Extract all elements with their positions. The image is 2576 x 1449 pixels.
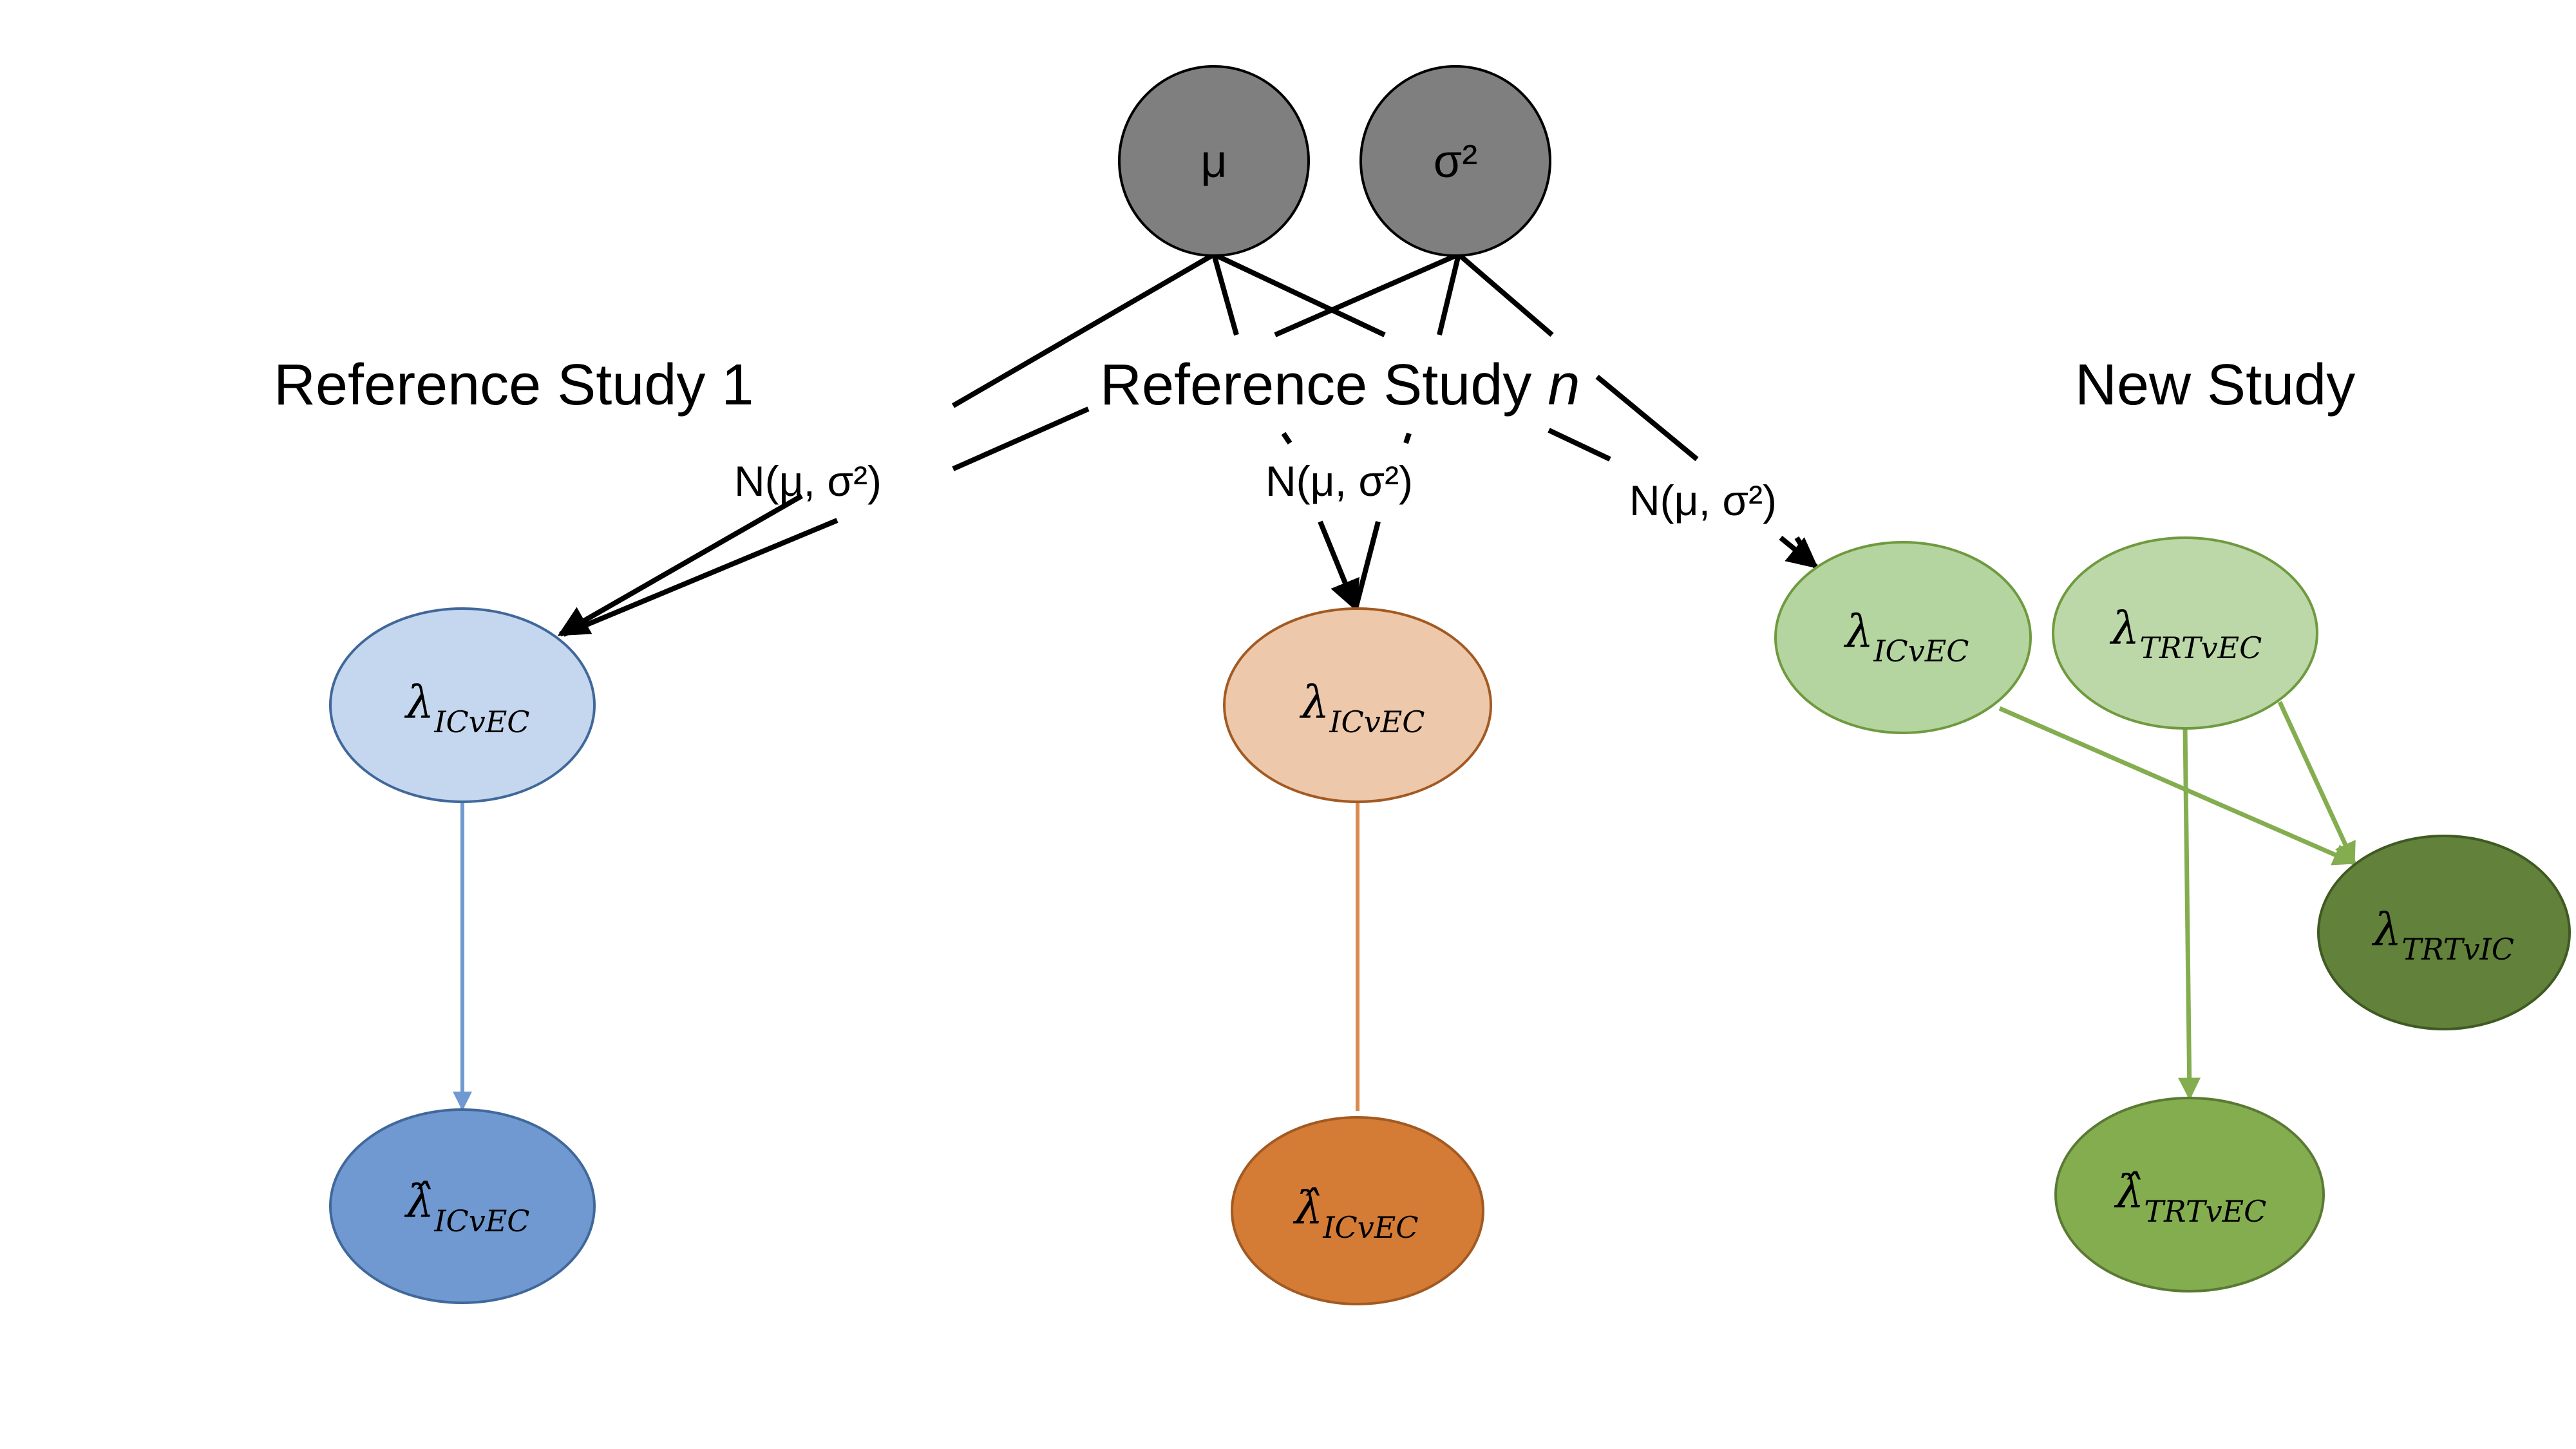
edge-new-trtvec-to-hat xyxy=(2178,727,2201,1101)
ref1-lambda-label: λICvEC xyxy=(404,676,530,739)
edge-mu-refn-c xyxy=(1318,520,1359,612)
edge-sigma-refn-a xyxy=(1437,254,1461,336)
edge-sigma-ref1-mid xyxy=(952,406,1090,471)
edge-mu-refn-a xyxy=(1211,253,1239,336)
edge-mu-ref1 xyxy=(951,252,1216,408)
edge-mu-ref1-lower xyxy=(557,493,803,637)
mu-node: μ xyxy=(1118,65,1310,257)
edge-mu-new-b xyxy=(1548,428,1611,462)
edge-sigma-new-c xyxy=(1794,536,1812,561)
dist-label-new: N(μ, σ²) xyxy=(1629,477,1777,524)
mu-label: μ xyxy=(1200,136,1227,187)
ref1-lambda-hat-node: λ̂ICvEC xyxy=(329,1108,596,1304)
edge-new-icvec-to-trtvic xyxy=(1998,706,2356,866)
ref1-title: Reference Study 1 xyxy=(274,353,753,417)
edge-sigma-new-b xyxy=(1595,374,1699,462)
new-lambda-hat-node: λ̂TRTvEC xyxy=(2054,1097,2325,1293)
edge-sigma-refn-b xyxy=(1403,432,1412,444)
sigma2-node: σ² xyxy=(1359,65,1551,257)
ref1-lambda-hat-label: λ̂ICvEC xyxy=(404,1175,530,1238)
edge-mu-new-a xyxy=(1213,252,1386,337)
new-lambda-trtvec-node: λTRTvEC xyxy=(2052,536,2318,730)
hyper-edges xyxy=(557,252,1819,637)
new-lambda-icvec-node: λICvEC xyxy=(1774,541,2032,734)
new-title: New Study xyxy=(2075,353,2355,417)
edge-mu-refn-b xyxy=(1281,431,1293,445)
refn-lambda-hat-node: λ̂ICvEC xyxy=(1231,1116,1484,1305)
edge-mu-new-c xyxy=(1779,535,1819,569)
dist-label-refn: N(μ, σ²) xyxy=(1265,457,1413,505)
refn-lambda-hat-label: λ̂ICvEC xyxy=(1293,1182,1419,1245)
refn-title-n: n xyxy=(1548,353,1580,417)
ref1-lambda-node: λICvEC xyxy=(329,607,596,803)
new-lambda-trtvec-label: λTRTvEC xyxy=(2109,602,2262,665)
new-lambda-trtvic-node: λTRTvIC xyxy=(2317,835,2571,1030)
refn-lambda-node: λICvEC xyxy=(1223,607,1492,803)
edge-sigma-ref1 xyxy=(1274,252,1460,337)
edge-sigma-new-a xyxy=(1457,252,1554,337)
new-lambda-hat-label: λ̂TRTvEC xyxy=(2114,1166,2266,1229)
edge-sigma-ref1-lower xyxy=(562,518,838,637)
sigma2-label: σ² xyxy=(1434,136,1477,187)
new-lambda-trtvic-label: λTRTvIC xyxy=(2371,904,2514,967)
new-lambda-icvec-label: λICvEC xyxy=(1843,605,1969,668)
refn-title: Reference Study n xyxy=(1100,353,1580,417)
refn-title-prefix: Reference Study xyxy=(1100,353,1548,417)
refn-lambda-label: λICvEC xyxy=(1299,676,1425,739)
edge-new-trtvec-to-trtvic xyxy=(2277,701,2356,866)
dist-label-ref1: N(μ, σ²) xyxy=(734,457,882,505)
edge-sigma-refn-c xyxy=(1353,520,1381,610)
